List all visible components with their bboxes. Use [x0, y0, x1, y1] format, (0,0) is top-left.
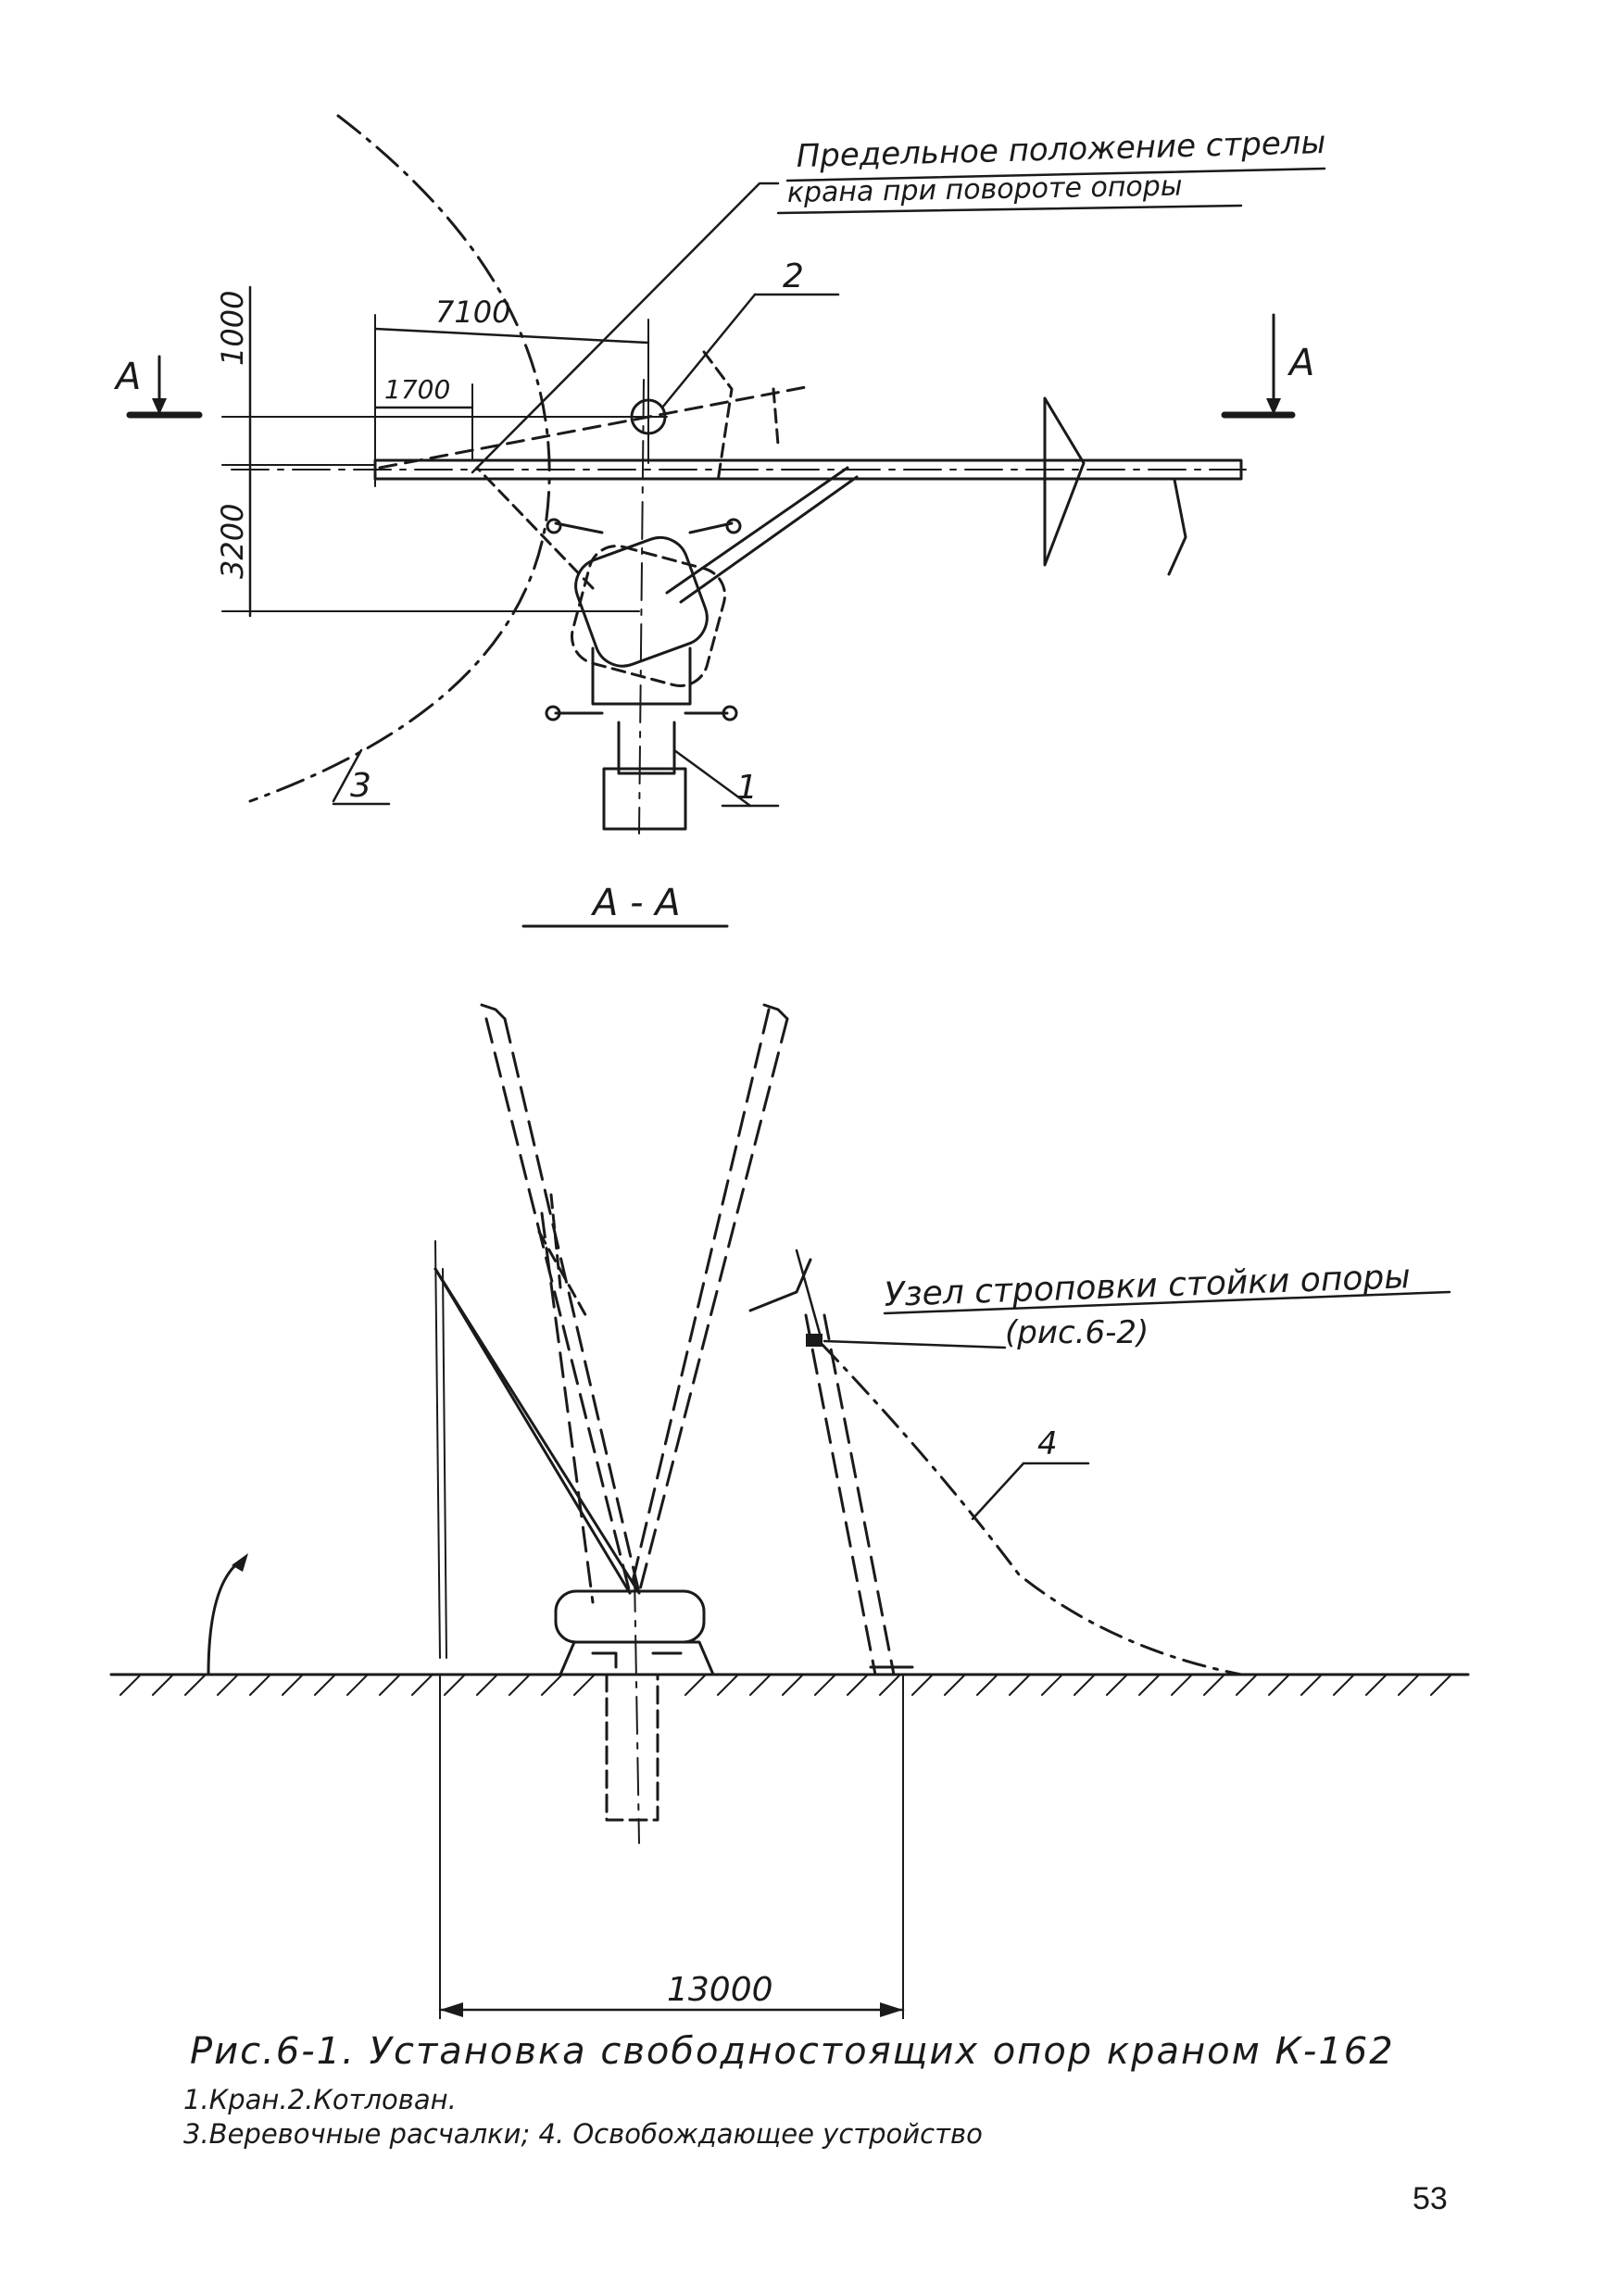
- crane-turntable: [574, 536, 709, 668]
- dim-13000-arrow-left: [440, 2002, 463, 2017]
- section-mark-left: A: [113, 356, 141, 398]
- outrigger-pad-3: [545, 705, 561, 721]
- callout-3-label: 3: [350, 767, 371, 805]
- crane-body: [554, 1589, 706, 1644]
- boom-dashed-left: [484, 1017, 641, 1595]
- crane-base: [559, 1640, 715, 1676]
- boom-solid-2: [433, 1267, 641, 1595]
- boom-rope: [434, 1240, 441, 1659]
- crane-boom-diagonal-2: [679, 475, 859, 604]
- outrigger-left-top: [554, 521, 604, 534]
- sling-node-label-line2: (рис.6-2): [1005, 1314, 1149, 1351]
- crane-boom-dashed: [475, 466, 595, 590]
- boom-limit-underline-2: [776, 204, 1243, 215]
- callout-4-label: 4: [1037, 1425, 1058, 1462]
- dim-13000-label: 13000: [667, 1971, 773, 2009]
- outrigger-pad-1: [546, 518, 562, 534]
- dim-7100-label: 7100: [435, 295, 510, 330]
- boom-limit-underline-1: [785, 167, 1326, 182]
- crossarm-triangle-2: [1167, 478, 1187, 576]
- callout-1-elevation-head: [232, 1553, 248, 1572]
- support-pole-2: [823, 1313, 896, 1676]
- sling-node-label-line1: Узел строповки стойки опоры: [884, 1258, 1411, 1314]
- crane-reach-arc: [248, 114, 551, 803]
- callout-2-leader: [660, 293, 757, 409]
- dim-1000-label: 1000: [215, 291, 250, 366]
- dim-7100-line: [373, 327, 650, 345]
- support-dashed-left: [540, 1211, 595, 1604]
- callout-4-leader: [971, 1462, 1025, 1521]
- crane-turntable-dashed: [570, 545, 727, 687]
- support-dashed-top-left: [537, 1193, 590, 1322]
- boom-tip-right: [762, 1003, 789, 1021]
- callout-1-label: 1: [736, 769, 758, 807]
- boom-tip-left: [480, 1003, 507, 1021]
- crane-cab: [602, 721, 687, 831]
- ground-hatching: [119, 1674, 1452, 1696]
- outrigger-right-top: [688, 521, 734, 534]
- dim-1700-label: 1700: [384, 374, 450, 405]
- crane-boom-diagonal: [665, 466, 849, 595]
- boom-limit-leader: [471, 182, 780, 474]
- callout-2-label: 2: [783, 257, 804, 295]
- crane-centerline: [634, 1574, 640, 1844]
- section-title: A - A: [590, 882, 681, 924]
- elevation-view-drawing: 4 Узел строповки стойки опоры (рис.6-2) …: [109, 1003, 1470, 2019]
- boom-dashed-mid: [628, 1008, 789, 1595]
- sling-node-label-underline: [883, 1290, 1451, 1315]
- crossarm-triangle-1: [1043, 396, 1086, 567]
- outrigger-pad-2: [725, 518, 742, 534]
- dim-3200-label: 3200: [215, 504, 250, 579]
- hook-node: [748, 1258, 812, 1312]
- dim-13000-arrow-right: [880, 2002, 903, 2017]
- sling-node: [806, 1334, 823, 1347]
- section-mark-right: A: [1287, 342, 1314, 384]
- section-mark-right-head: [1266, 398, 1281, 415]
- caption-legend-line2: 3.Веревочные расчалки; 4. Освобождающее …: [183, 2118, 983, 2150]
- page-number: 53: [1413, 2181, 1448, 2216]
- outrigger-pad-4: [722, 705, 738, 721]
- boom-dashed-tip: [702, 350, 780, 483]
- crane-chassis: [591, 646, 692, 706]
- callout-1-leader: [672, 748, 752, 808]
- pit-circle: [630, 398, 667, 435]
- support-pole-1: [804, 1313, 877, 1676]
- section-mark-left-head: [152, 398, 167, 415]
- sling-node-leader: [823, 1339, 1007, 1349]
- boom-dashed-position: [378, 385, 808, 470]
- plan-centerline: [638, 379, 645, 834]
- plan-view-drawing: Предельное положение стрелы крана при по…: [113, 114, 1326, 928]
- hook-line: [795, 1248, 822, 1336]
- callout-1-elevation-arrow: [207, 1559, 243, 1676]
- caption-legend-line1: 1.Кран.2.Котлован.: [183, 2084, 457, 2115]
- pit-below-ground: [605, 1673, 659, 1822]
- guy-rope: [821, 1343, 1243, 1676]
- boom-rope-2: [442, 1268, 447, 1659]
- callout-3-leader: [332, 748, 363, 803]
- boom-limit-label-line2: крана при повороте опоры: [787, 170, 1183, 209]
- caption-title: Рис.6-1. Установка свободностоящих опор …: [190, 2030, 1395, 2073]
